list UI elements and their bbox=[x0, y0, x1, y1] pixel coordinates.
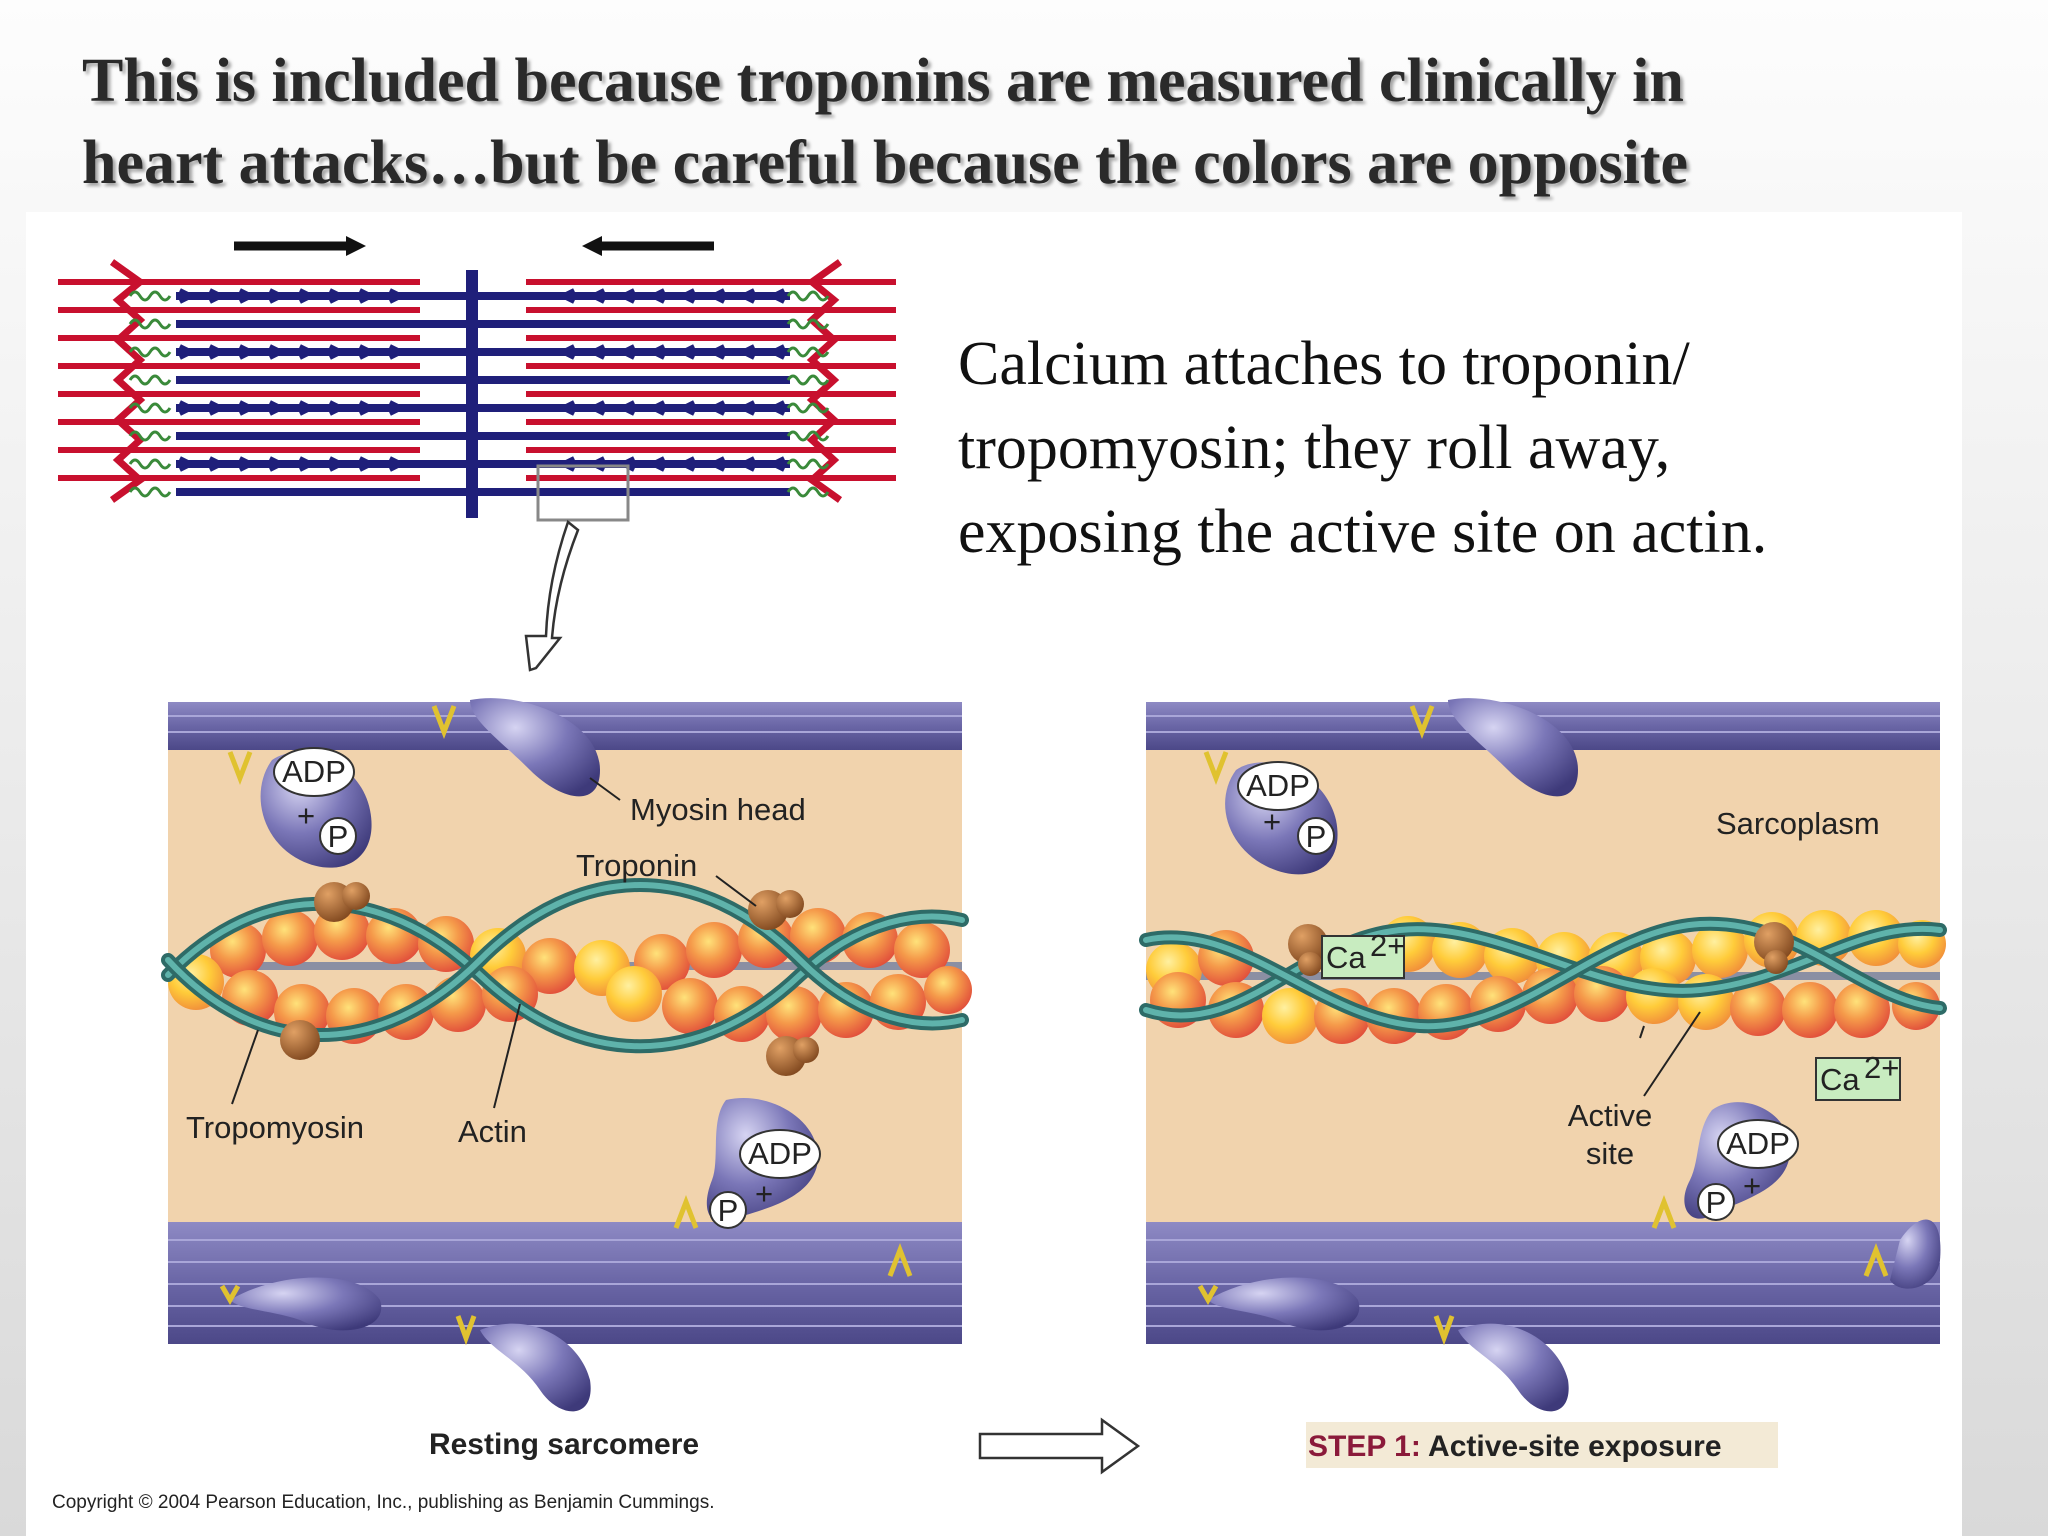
myosin-heads bbox=[179, 288, 785, 472]
myosin-head-adp-top-right bbox=[1225, 761, 1338, 875]
title-line-1: This is included because troponins are m… bbox=[82, 47, 1684, 115]
adp-label-top: ADP bbox=[282, 754, 346, 789]
sarcoplasm-label: Sarcoplasm bbox=[1716, 806, 1880, 841]
calcium-badge-1: Ca 2+ bbox=[1321, 928, 1405, 979]
plus-label-top-right: + bbox=[1263, 804, 1281, 839]
tropomyosin-strand-right bbox=[1139, 916, 1947, 1034]
z-line-left bbox=[109, 259, 146, 503]
adp-label-bottom: ADP bbox=[748, 1136, 812, 1171]
calcium-charge-2: 2+ bbox=[1864, 1050, 1899, 1085]
myosin-head-adp-top bbox=[260, 747, 372, 868]
calcium-charge-1: 2+ bbox=[1370, 928, 1405, 963]
arrow-right-icon bbox=[234, 236, 366, 256]
resting-sarcomere-caption: Resting sarcomere bbox=[429, 1428, 699, 1461]
p-label-bottom: P bbox=[718, 1193, 739, 1228]
copyright-notice: Copyright © 2004 Pearson Education, Inc.… bbox=[52, 1492, 715, 1513]
myosin-head-lower-1 bbox=[230, 1277, 382, 1331]
calcium-label-1: Ca bbox=[1326, 940, 1366, 975]
myosin-head-icon bbox=[470, 698, 600, 797]
m-line bbox=[466, 270, 478, 518]
slide-title: This is included because troponins are m… bbox=[82, 40, 1982, 204]
myosin-head-icon-right bbox=[1448, 698, 1578, 797]
myosin-head-lower-right-2 bbox=[1458, 1323, 1569, 1412]
myosin-head-label: Myosin head bbox=[630, 792, 806, 827]
myosin-head-lower-right-1 bbox=[1208, 1277, 1360, 1331]
transition-arrow-icon bbox=[978, 1417, 1141, 1475]
active-site-label-line2: site bbox=[1586, 1136, 1634, 1171]
adp-label-top-right: ADP bbox=[1246, 768, 1310, 803]
step-caption: STEP 1: Active-site exposure bbox=[1306, 1422, 1778, 1468]
actin-label: Actin bbox=[458, 1114, 527, 1149]
p-label-bottom-right: P bbox=[1706, 1185, 1727, 1220]
troponin-icon bbox=[280, 882, 819, 1076]
plus-label-bottom: + bbox=[755, 1176, 773, 1211]
caption-line-3: exposing the active site on actin. bbox=[958, 498, 1768, 566]
troponin-label: Troponin bbox=[576, 848, 697, 883]
active-site-label-line1: Active bbox=[1568, 1098, 1652, 1133]
step-text-label: Active-site exposure bbox=[1421, 1430, 1722, 1463]
title-line-2: heart attacks…but be careful because the… bbox=[82, 129, 1689, 197]
p-label-top-right: P bbox=[1306, 819, 1327, 854]
myosin-head-adp-bottom bbox=[706, 1098, 821, 1229]
actin-filaments bbox=[58, 279, 896, 481]
zoom-arrow-icon bbox=[524, 519, 580, 672]
arrow-left-icon bbox=[582, 236, 714, 256]
sarcomere-diagram bbox=[58, 236, 896, 672]
svg-text:STEP 1: Active-site exposure: STEP 1: Active-site exposure bbox=[1308, 1430, 1722, 1463]
calcium-label-2: Ca bbox=[1820, 1062, 1860, 1097]
myosin-head-lower-right-3 bbox=[1890, 1219, 1941, 1289]
myosin-head-adp-bottom-right bbox=[1684, 1102, 1799, 1221]
titin-springs bbox=[128, 290, 830, 498]
resting-panel: ADP P + Myosin head Troponin Tropomyosin… bbox=[161, 698, 972, 1461]
caption-text: Calcium attaches to troponin/ tropomyosi… bbox=[958, 322, 1998, 574]
p-label-top: P bbox=[328, 819, 349, 854]
zoom-box bbox=[536, 464, 630, 522]
troponin-icon-right bbox=[1288, 922, 1794, 976]
z-line-right bbox=[806, 259, 843, 503]
adp-label-bottom-right: ADP bbox=[1726, 1126, 1790, 1161]
calcium-badge-2: Ca 2+ bbox=[1815, 1050, 1901, 1101]
step-number-label: STEP 1: bbox=[1308, 1430, 1421, 1463]
tropomyosin-label: Tropomyosin bbox=[186, 1110, 364, 1145]
plus-label-top: + bbox=[297, 798, 315, 833]
active-site-panel: Ca 2+ Ca 2+ ADP P + Sarcoplasm Active si… bbox=[1139, 698, 1947, 1412]
caption-line-2: tropomyosin; they roll away, bbox=[958, 414, 1671, 482]
caption-line-1: Calcium attaches to troponin/ bbox=[958, 330, 1690, 398]
plus-label-bottom-right: + bbox=[1743, 1168, 1761, 1203]
myosin-head-lower-2 bbox=[480, 1323, 591, 1412]
